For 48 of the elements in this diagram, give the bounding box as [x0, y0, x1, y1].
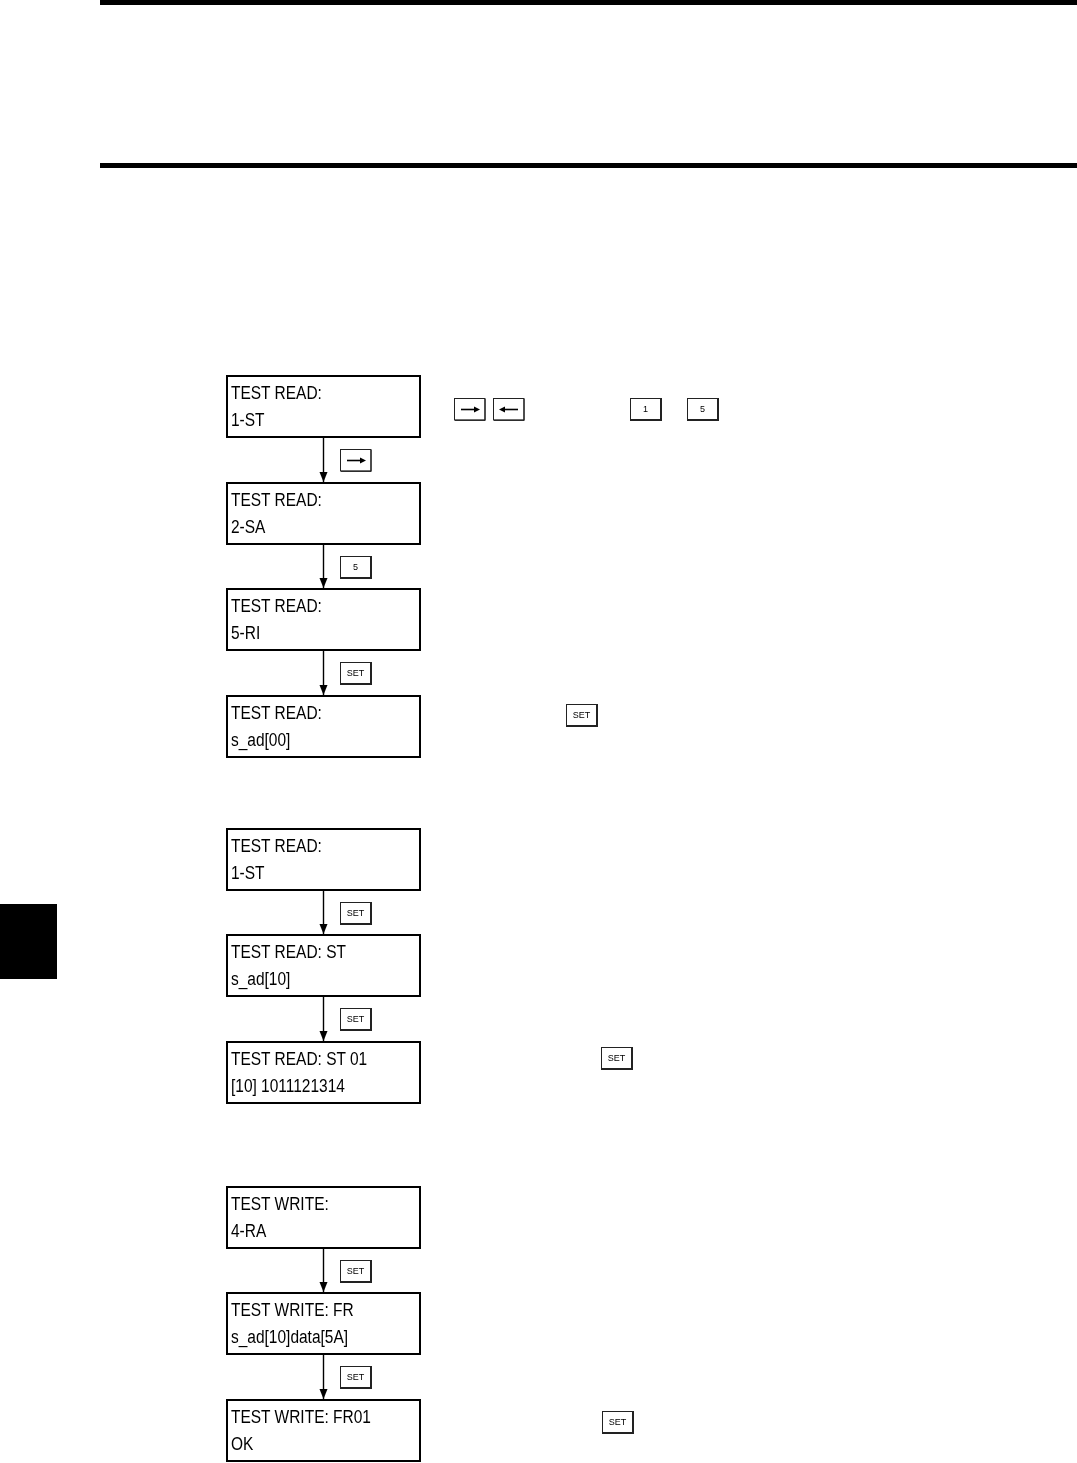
key-label: SET — [602, 1411, 634, 1434]
lcd-screen — [226, 828, 421, 891]
arrow — [319, 544, 328, 589]
lcd-screen — [226, 375, 421, 438]
display-text: TEST WRITE: — [231, 1194, 329, 1214]
display-text: TEST READ: — [231, 383, 322, 403]
display-text: TEST READ: — [231, 703, 322, 723]
display-text: TEST READ: — [231, 596, 322, 616]
key-label: SET — [340, 1365, 372, 1389]
lcd-screen — [226, 482, 421, 545]
arrow — [319, 1248, 328, 1293]
lcd-screen — [226, 934, 421, 997]
display-text: s_ad[10]data[5A] — [231, 1327, 349, 1347]
display-text: [10] 1011121314 — [231, 1076, 345, 1096]
display-text: TEST WRITE: FR — [231, 1300, 354, 1320]
lcd-screen — [226, 1041, 421, 1104]
lcd-screen — [226, 588, 421, 651]
arrow — [319, 650, 328, 696]
display-text: 4-RA — [231, 1221, 267, 1241]
display-text: 1-ST — [231, 863, 265, 883]
display-text: OK — [231, 1434, 254, 1454]
key-label: SET — [340, 661, 372, 685]
arrow — [319, 437, 328, 483]
display-text: 5-RI — [231, 623, 261, 643]
lcd-screen — [226, 1186, 421, 1249]
display-text: s_ad[10] — [231, 969, 291, 989]
key-label: SET — [566, 704, 598, 727]
key-label: 5 — [340, 555, 372, 579]
key-label: SET — [340, 1259, 372, 1283]
display-text: TEST READ: — [231, 836, 322, 856]
display-text: TEST READ: — [231, 490, 322, 510]
lcd-screen — [226, 695, 421, 758]
key-label: 5 — [687, 398, 719, 421]
display-text: TEST WRITE: FR01 — [231, 1407, 371, 1427]
arrow — [319, 996, 328, 1042]
key-label: 1 — [630, 398, 662, 421]
lcd-screen — [226, 1399, 421, 1462]
arrow — [319, 890, 328, 935]
arrow — [319, 1354, 328, 1400]
display-text: TEST READ: ST — [231, 942, 346, 962]
display-text: 2-SA — [231, 517, 266, 537]
lcd-screen — [226, 1292, 421, 1355]
key-label: SET — [601, 1047, 633, 1070]
key-label: SET — [340, 1007, 372, 1031]
display-text: 1-ST — [231, 410, 265, 430]
key-label: SET — [340, 901, 372, 925]
display-text: s_ad[00] — [231, 730, 291, 750]
display-text: TEST READ: ST 01 — [231, 1049, 368, 1069]
